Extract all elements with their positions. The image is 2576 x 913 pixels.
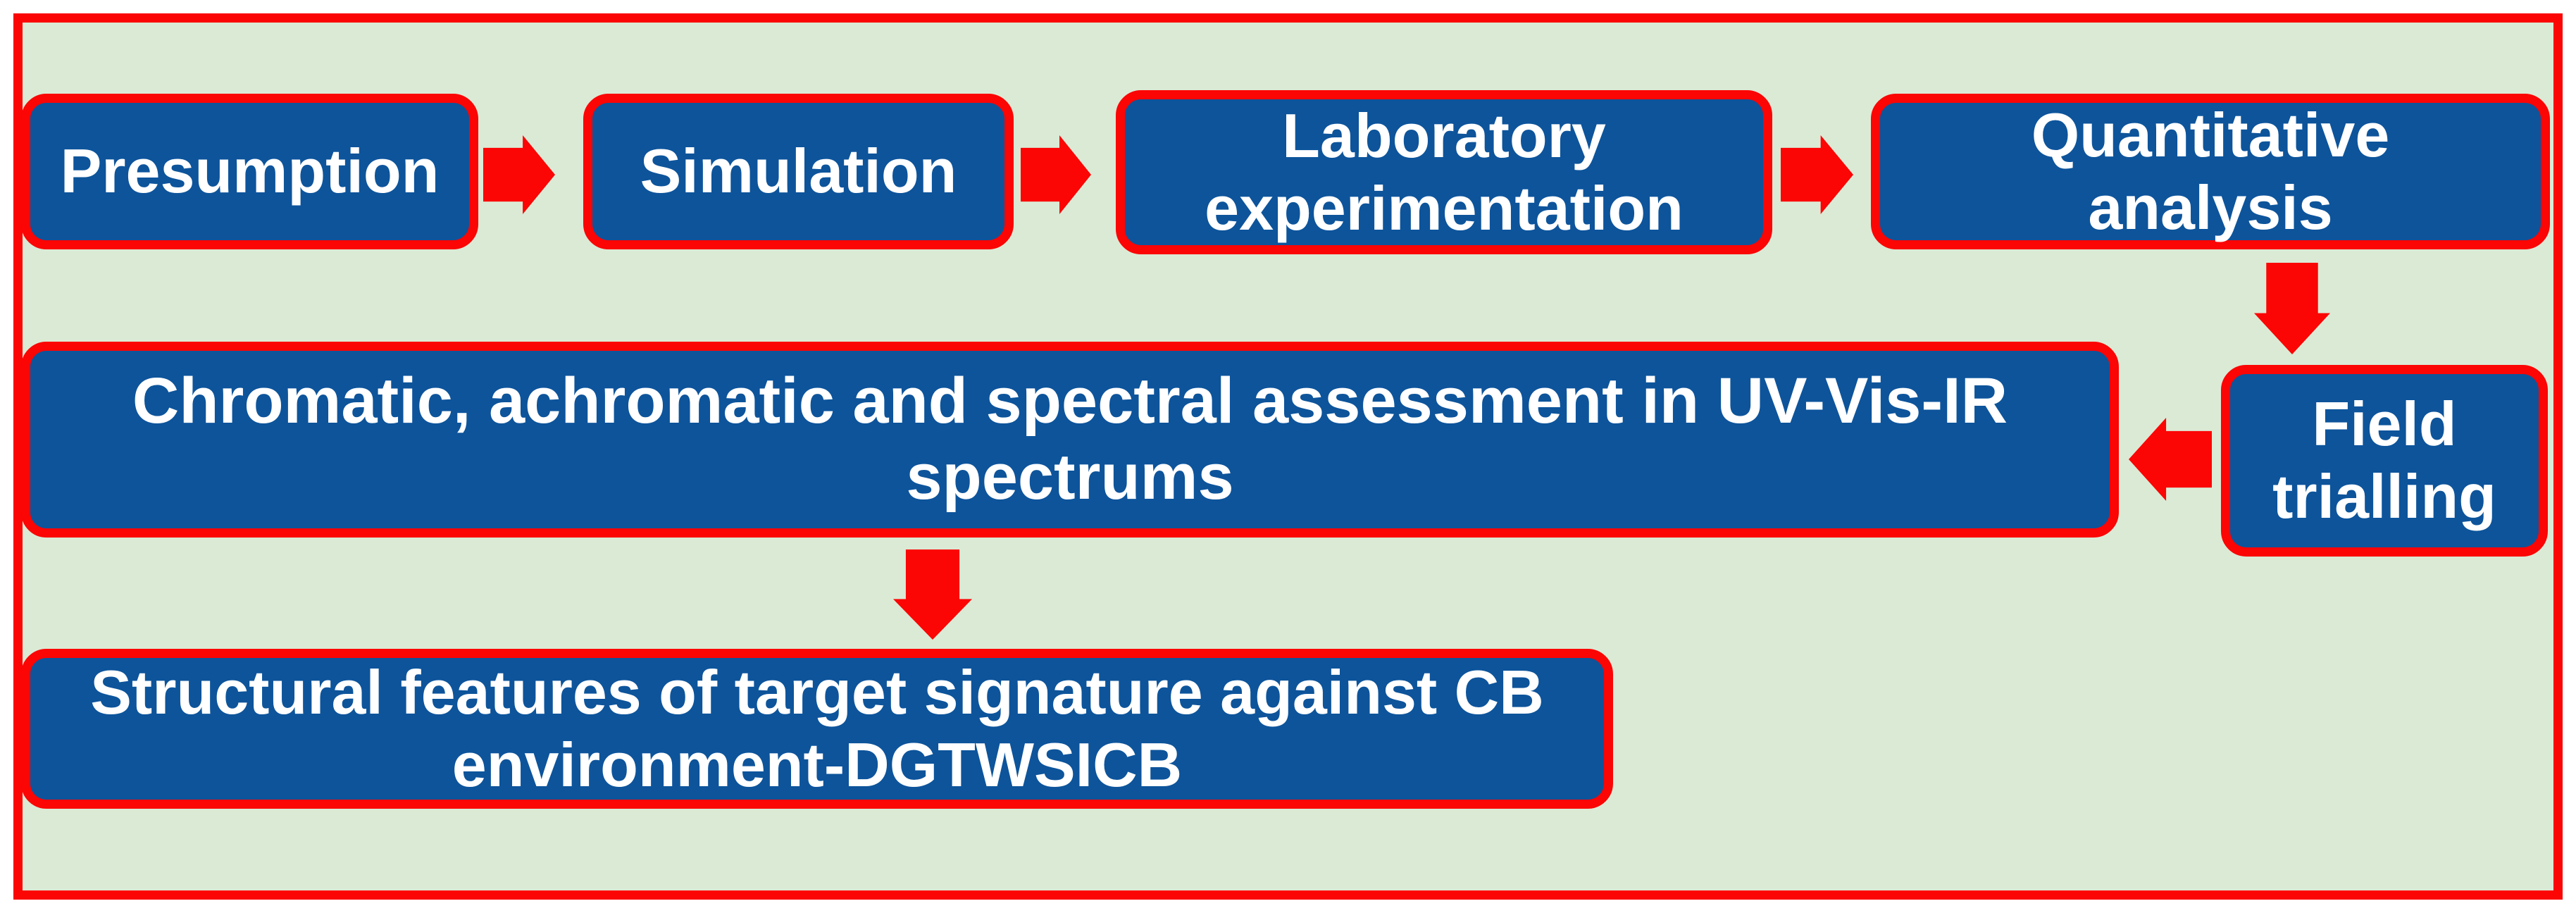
arrow-left-icon bbox=[2129, 418, 2212, 501]
flow-box-simulation: Simulation bbox=[583, 94, 1014, 249]
arrow-right-icon bbox=[483, 135, 555, 214]
flow-box-quantitative-analysis: Quantitative analysis bbox=[1871, 94, 2550, 249]
flow-box-label: Structural features of target signature … bbox=[90, 657, 1544, 727]
flow-box-label: Laboratory bbox=[1282, 100, 1606, 170]
flow-box-label: environment-DGTWSICB bbox=[452, 729, 1183, 800]
arrow-down-icon bbox=[2254, 263, 2330, 354]
flow-box-label: trialling bbox=[2272, 461, 2496, 531]
flow-box-label: Chromatic, achromatic and spectral asses… bbox=[132, 365, 2008, 437]
flow-box-presumption: Presumption bbox=[21, 94, 478, 249]
flow-box-label: Presumption bbox=[60, 136, 440, 206]
flow-box-assessment: Chromatic, achromatic and spectral asses… bbox=[21, 342, 2119, 538]
arrow-right-icon bbox=[1021, 135, 1091, 214]
arrow-down-icon bbox=[893, 549, 972, 640]
flow-box-label: analysis bbox=[2088, 172, 2333, 242]
arrow-right-icon bbox=[1781, 135, 1853, 214]
flow-box-structural-features: Structural features of target signature … bbox=[21, 649, 1613, 809]
flow-box-label: Quantitative bbox=[2031, 99, 2390, 170]
flow-box-laboratory-experimentation: Laboratory experimentation bbox=[1116, 90, 1772, 254]
flow-box-label: experimentation bbox=[1205, 173, 1684, 243]
flow-box-label: spectrums bbox=[906, 441, 1234, 513]
flow-box-label: Simulation bbox=[640, 136, 957, 206]
flow-box-field-trialling: Field trialling bbox=[2221, 365, 2548, 557]
flow-box-label: Field bbox=[2312, 389, 2457, 459]
